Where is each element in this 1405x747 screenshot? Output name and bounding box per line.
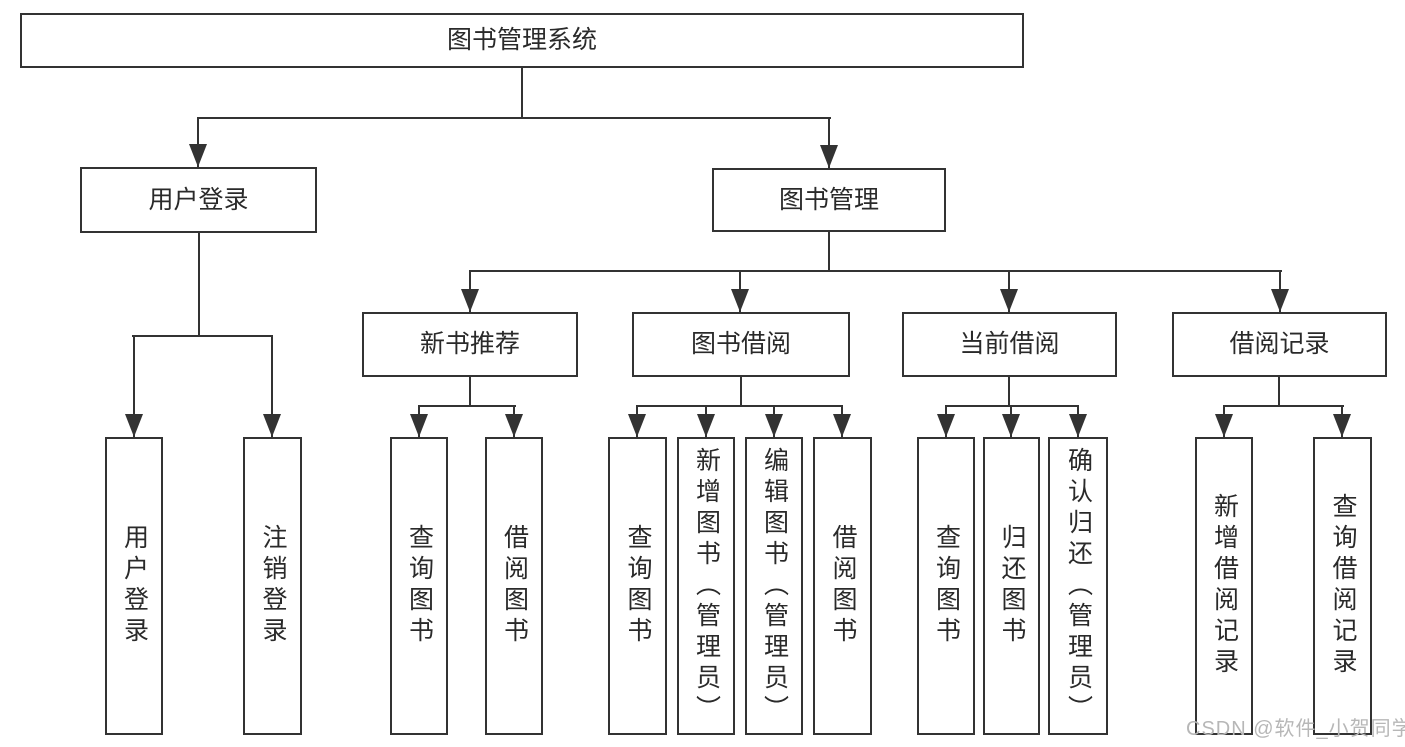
connector-line [469,270,1282,272]
connector-line [198,233,200,337]
leaf-query-books-recommend: 查询图书 [390,437,448,735]
arrowhead-down-icon [1000,289,1018,312]
leaf-query-books-borrowing: 查询图书 [608,437,667,735]
node-new-book-recommendation: 新书推荐 [362,312,578,377]
node-user-login: 用户登录 [80,167,317,233]
node-book-management: 图书管理 [712,168,946,232]
arrowhead-down-icon [628,414,646,437]
arrowhead-down-icon [820,145,838,168]
arrowhead-down-icon [189,144,207,167]
connector-line [197,117,831,119]
connector-line [1278,377,1280,407]
watermark: CSDN @软件_小贺同学 [1186,718,1405,740]
connector-line [469,377,471,407]
connector-line [828,232,830,272]
leaf-query-books-current: 查询图书 [917,437,975,735]
connector-line [740,377,742,407]
arrowhead-down-icon [1333,414,1351,437]
arrowhead-down-icon [461,289,479,312]
arrowhead-down-icon [937,414,955,437]
arrowhead-down-icon [1002,414,1020,437]
arrowhead-down-icon [697,414,715,437]
connector-line [945,405,1079,407]
node-library-management-system: 图书管理系统 [20,13,1024,68]
connector-line [271,335,273,437]
leaf-add-book-admin: 新增图书（管理员） [677,437,735,735]
leaf-borrow-books-borrowing: 借阅图书 [813,437,872,735]
arrowhead-down-icon [1069,414,1087,437]
arrowhead-down-icon [833,414,851,437]
leaf-confirm-return-admin: 确认归还（管理员） [1048,437,1108,735]
leaf-logout: 注销登录 [243,437,302,735]
arrowhead-down-icon [505,414,523,437]
connector-line [828,117,830,168]
leaf-return-books: 归还图书 [983,437,1040,735]
node-book-borrowing: 图书借阅 [632,312,850,377]
connector-line [418,405,516,407]
leaf-add-borrow-record: 新增借阅记录 [1195,437,1253,735]
node-borrowing-records: 借阅记录 [1172,312,1387,377]
leaf-user-login: 用户登录 [105,437,163,735]
node-current-borrowing: 当前借阅 [902,312,1117,377]
connector-line [636,405,843,407]
leaf-query-borrow-record: 查询借阅记录 [1313,437,1372,735]
leaf-edit-book-admin: 编辑图书（管理员） [745,437,803,735]
connector-line [1223,405,1344,407]
arrowhead-down-icon [1271,289,1289,312]
connector-line [197,117,199,167]
arrowhead-down-icon [410,414,428,437]
arrowhead-down-icon [263,414,281,437]
connector-line [1008,377,1010,407]
leaf-borrow-books-recommend: 借阅图书 [485,437,543,735]
arrowhead-down-icon [1215,414,1233,437]
arrowhead-down-icon [731,289,749,312]
connector-line [132,335,273,337]
connector-line [133,335,135,437]
arrowhead-down-icon [125,414,143,437]
arrowhead-down-icon [765,414,783,437]
connector-line [521,68,523,118]
